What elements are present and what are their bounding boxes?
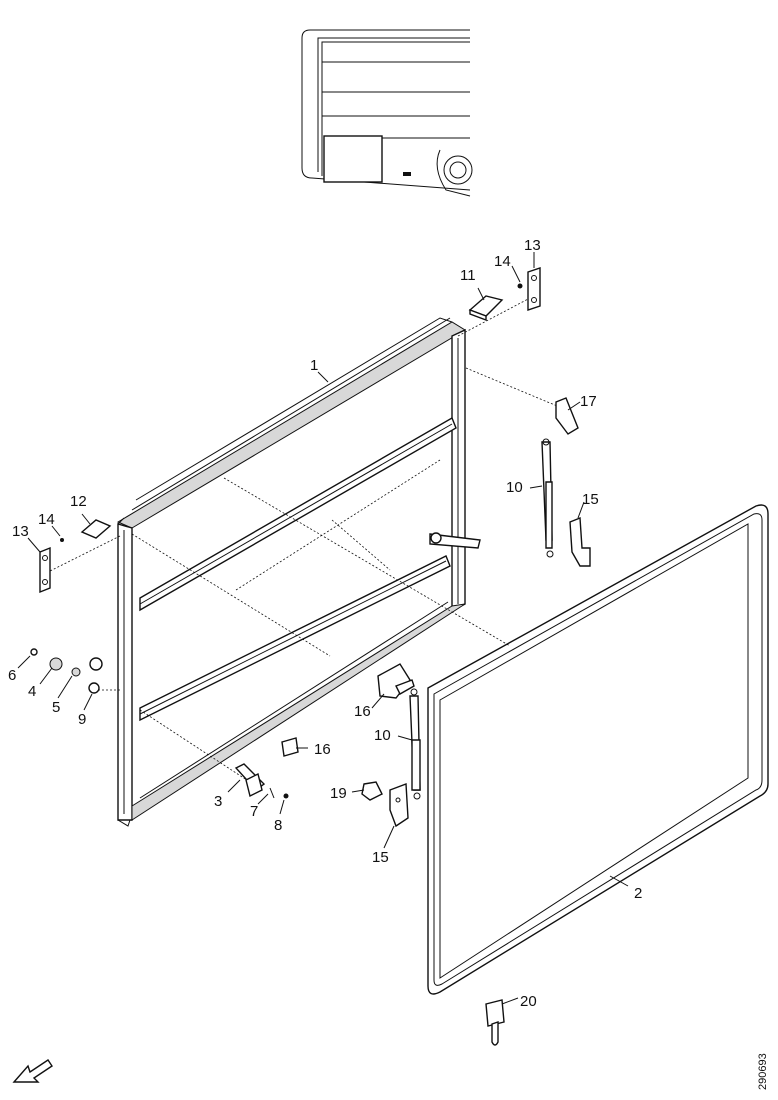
bracket-15-lower	[389, 783, 409, 828]
callout-16-bracket: 16	[354, 703, 371, 720]
callout-3: 3	[214, 793, 222, 810]
washer-4	[49, 657, 63, 671]
callout-10-lower: 10	[374, 727, 391, 744]
hinge-plate-13	[39, 546, 51, 594]
screw-6	[30, 648, 38, 656]
gas-strut-lower	[409, 688, 421, 800]
callout-14-top: 14	[494, 253, 511, 270]
callout-20: 20	[520, 993, 537, 1010]
callout-14-left: 14	[38, 511, 55, 528]
callout-9: 9	[78, 711, 86, 728]
washer-5	[71, 667, 81, 677]
callout-8: 8	[274, 817, 282, 834]
bracket-15-upper	[569, 516, 591, 567]
exploded-leader-lines	[47, 297, 563, 791]
bracket-16-hinge	[377, 663, 415, 699]
callout-6: 6	[8, 667, 16, 684]
callout-16-clip: 16	[314, 741, 331, 758]
appliance-locator-thumbnail	[301, 29, 473, 197]
callout-leaders	[17, 252, 629, 1005]
lower-hardware	[234, 763, 289, 799]
clip-19	[361, 781, 383, 801]
callout-7: 7	[250, 803, 258, 820]
reference-code: 290693	[757, 1053, 769, 1090]
callout-12: 12	[70, 493, 87, 510]
callout-13-left: 13	[12, 523, 29, 540]
left-hinge	[39, 519, 112, 594]
gas-strut-upper	[541, 438, 554, 558]
screw-14	[60, 538, 64, 542]
callout-labels: 1 2 3 4 5 6 7 8 9 10 10 11 12 13 13 14 1…	[8, 237, 642, 1010]
callout-19: 19	[330, 785, 347, 802]
callout-10-upper: 10	[506, 479, 523, 496]
hinge-plate-13	[527, 267, 541, 311]
left-hardware	[30, 648, 103, 694]
bushing-9	[89, 657, 103, 671]
clip-16-small	[281, 737, 299, 757]
callout-2: 2	[634, 885, 642, 902]
callout-11: 11	[460, 267, 476, 284]
door-gasket	[427, 504, 769, 995]
highlighted-panel	[323, 135, 383, 183]
callout-1: 1	[310, 357, 318, 374]
pin-7	[269, 787, 275, 799]
callout-4: 4	[28, 683, 36, 700]
arrow-down-left-icon	[12, 1059, 53, 1083]
screw-14	[517, 283, 523, 289]
callout-15-upper: 15	[582, 491, 599, 508]
screw-8	[283, 793, 289, 799]
callout-17: 17	[580, 393, 597, 410]
callout-15-lower: 15	[372, 849, 389, 866]
hinge-bracket-12	[80, 519, 112, 539]
callout-5: 5	[52, 699, 60, 716]
main-frame	[116, 317, 481, 827]
callout-13-top: 13	[524, 237, 541, 254]
top-right-hinge	[468, 267, 541, 322]
bracket-17	[555, 397, 579, 435]
handle-20	[485, 999, 505, 1046]
